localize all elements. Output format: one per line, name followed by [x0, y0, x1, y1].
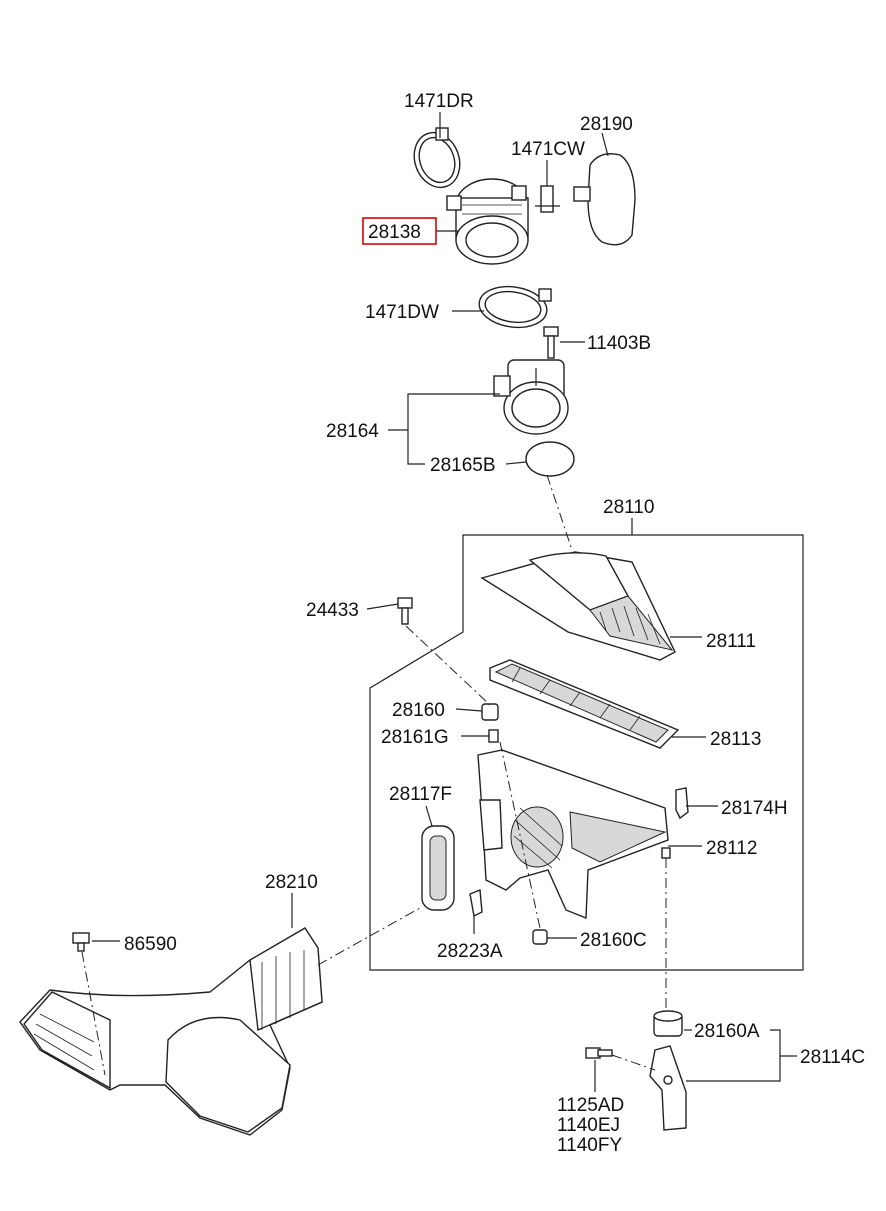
part-28160-grommet: [481, 703, 499, 721]
assembly-frame-28110: [369, 534, 804, 971]
label-28138: 28138: [368, 222, 421, 243]
label-1471DR: 1471DR: [404, 91, 474, 112]
label-28164: 28164: [326, 421, 379, 442]
leader-lines: [92, 112, 797, 1092]
label-28112: 28112: [706, 838, 757, 859]
label-28113: 28113: [710, 729, 761, 750]
part-28160C-grommet: [532, 929, 548, 945]
label-28174H: 28174H: [721, 798, 788, 819]
part-28190-cover: [573, 153, 636, 246]
label-28117F: 28117F: [389, 784, 452, 805]
label-11403B: 11403B: [587, 333, 651, 354]
part-28161G-insulator: [488, 729, 499, 743]
label-28165B: 28165B: [430, 455, 496, 476]
part-28160A-grommet: [653, 1010, 683, 1037]
part-24433-bolt: [397, 597, 413, 625]
label-28190: 28190: [580, 114, 633, 135]
part-1471CW-clip: [535, 185, 560, 213]
label-28160A: 28160A: [694, 1021, 760, 1042]
label-1471DW: 1471DW: [365, 302, 439, 323]
part-28111-upper-cleaner-body: [480, 551, 676, 661]
label-1125AD: 1125AD: [557, 1095, 624, 1116]
part-28112-lower-cleaner-body: [477, 749, 671, 920]
part-28165B-gasket: [525, 441, 575, 477]
label-28223A: 28223A: [437, 941, 503, 962]
label-28210: 28210: [265, 872, 318, 893]
part-28113-filter-element: [489, 659, 680, 749]
part-28223A-clip: [469, 889, 483, 918]
label-28161G: 28161G: [381, 727, 449, 748]
part-28114C-bracket: [649, 1045, 687, 1131]
label-1140EJ: 1140EJ: [557, 1115, 620, 1136]
label-28114C: 28114C: [800, 1047, 865, 1068]
part-11403B-bolt: [543, 326, 559, 359]
label-1140FY: 1140FY: [557, 1135, 622, 1156]
part-86590-screw: [72, 932, 90, 952]
part-28174H-clip: [675, 787, 689, 820]
alignment-line-1: [546, 474, 573, 551]
label-1471CW: 1471CW: [511, 139, 585, 160]
part-28164-mass-air-flow-sensor: [493, 359, 569, 435]
part-1125AD-bolt: [585, 1047, 613, 1059]
label-24433: 24433: [306, 600, 359, 621]
highlight-box-28138: [362, 217, 437, 245]
alignment-line-7: [611, 1054, 656, 1071]
part-28117F-cover: [421, 825, 455, 911]
part-1471DW-clamp: [478, 285, 552, 329]
alignment-line-3: [499, 741, 541, 929]
label-28111: 28111: [706, 631, 756, 652]
part-1471DR-clamp: [413, 127, 461, 189]
alignment-line-5: [317, 907, 421, 966]
label-28160C: 28160C: [580, 930, 647, 951]
part-28138-resonator: [446, 178, 529, 265]
alignment-line-6: [81, 951, 106, 1076]
label-86590: 86590: [124, 934, 177, 955]
label-28110: 28110: [603, 497, 654, 518]
alignment-line-2: [405, 625, 491, 706]
part-28210-air-intake-duct: [19, 927, 323, 1136]
label-28160: 28160: [392, 700, 445, 721]
